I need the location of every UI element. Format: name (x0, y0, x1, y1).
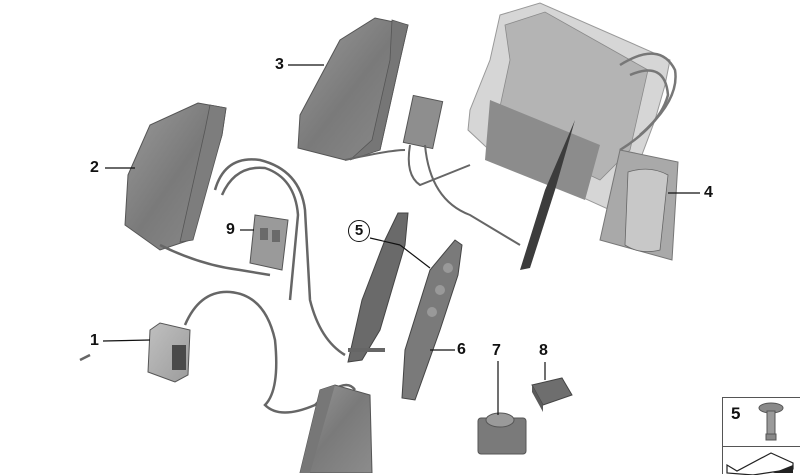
part-2-side-panel (124, 102, 227, 251)
inset-divider (723, 446, 800, 447)
part-4-seat-module (467, 2, 679, 270)
cables (79, 158, 357, 414)
callout-5[interactable]: 5 (348, 220, 370, 242)
part-3-upper-panel (297, 17, 409, 161)
lower-side-panel (299, 384, 373, 473)
part-1-control-unit (147, 322, 191, 383)
part-6-switch-panel (401, 239, 463, 401)
inset-box: 5 (722, 397, 800, 475)
callout-6[interactable]: 6 (457, 341, 466, 358)
callout-3[interactable]: 3 (275, 56, 284, 73)
part-7-knob (477, 412, 527, 455)
part-9-switch-plate (249, 214, 289, 271)
connector-block (344, 94, 521, 246)
callout-8[interactable]: 8 (539, 342, 548, 359)
part-8-switch (531, 377, 573, 412)
callout-7[interactable]: 7 (492, 342, 501, 359)
callout-4[interactable]: 4 (704, 184, 713, 201)
leader-lines (102, 64, 700, 415)
inset-label: 5 (731, 404, 741, 423)
push-rivet-clip-icon (758, 402, 784, 441)
callout-1[interactable]: 1 (90, 332, 99, 349)
part-5-side-trim (347, 212, 409, 363)
callout-2[interactable]: 2 (90, 159, 99, 176)
panel-corner-icon (726, 452, 794, 475)
callout-9[interactable]: 9 (226, 221, 235, 238)
